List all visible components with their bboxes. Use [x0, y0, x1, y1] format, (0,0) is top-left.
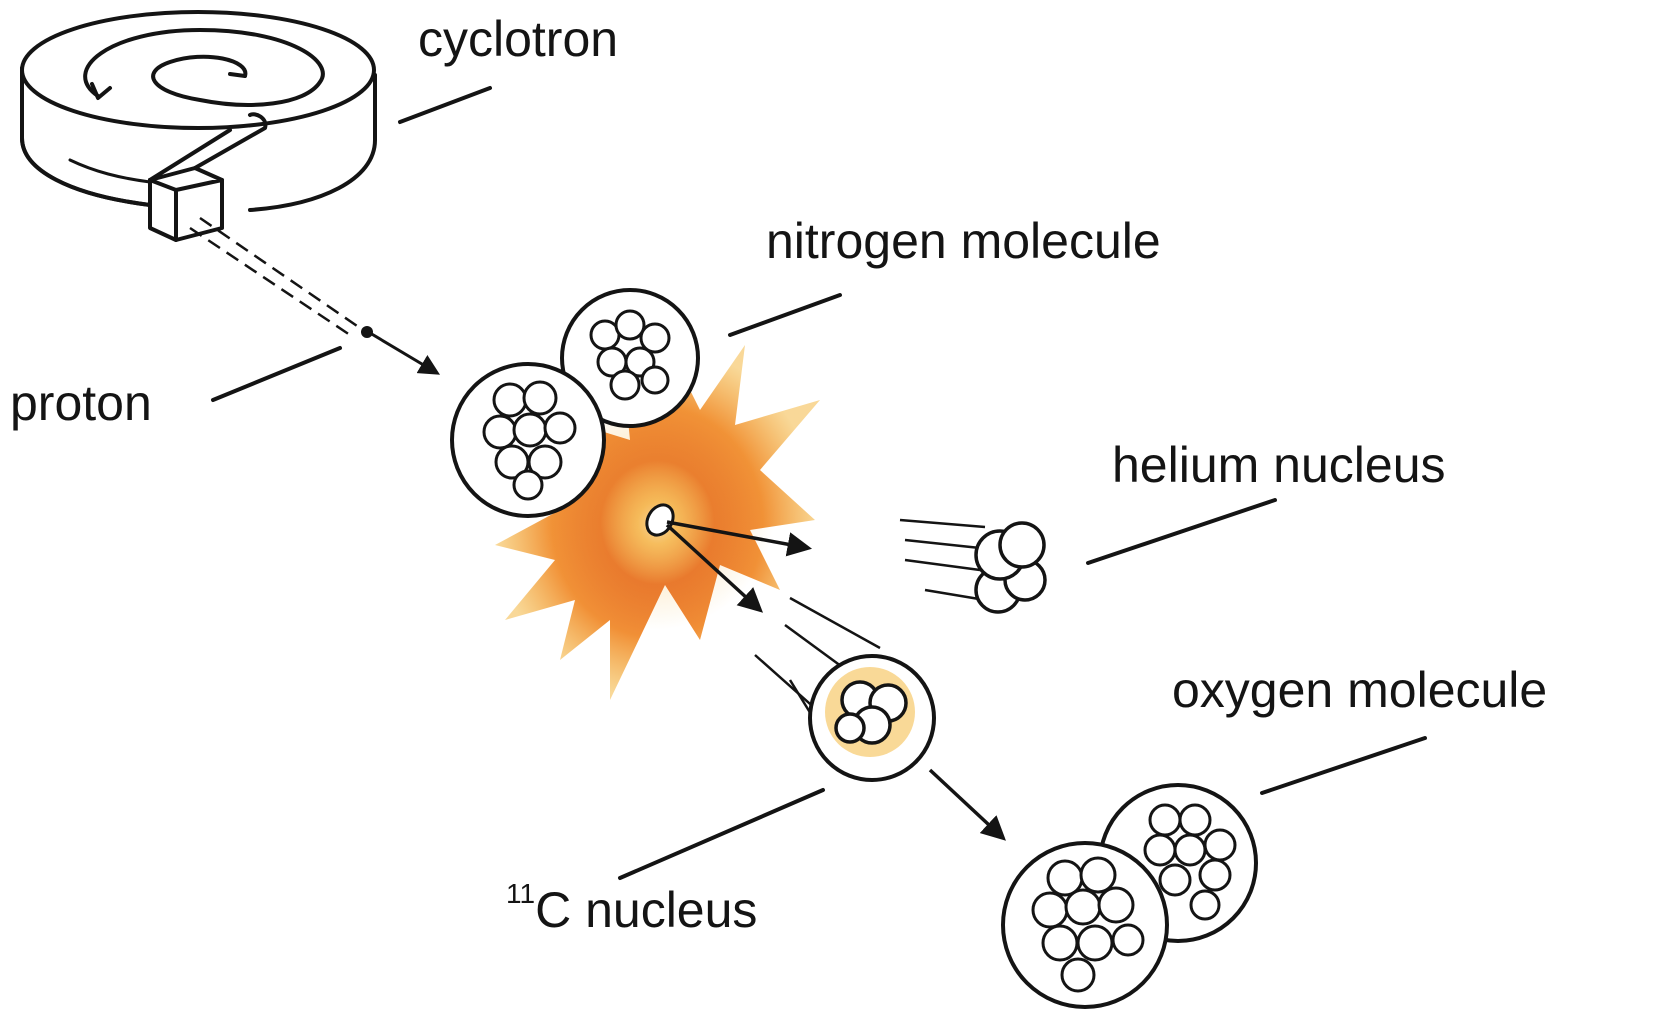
- label-oxygen-molecule: oxygen molecule: [1172, 665, 1547, 715]
- proton-dot-icon: [361, 326, 373, 338]
- leader-helium: [1088, 500, 1275, 563]
- proton-beam: [190, 218, 437, 373]
- leader-oxygen: [1262, 738, 1425, 793]
- label-carbon-text: C nucleus: [535, 882, 757, 938]
- helium-nucleus-icon: [900, 520, 1045, 612]
- leader-proton: [213, 348, 340, 400]
- leader-nitrogen: [730, 295, 840, 335]
- label-cyclotron: cyclotron: [418, 14, 618, 64]
- label-carbon-mass-number: 11: [506, 878, 535, 909]
- label-proton: proton: [10, 378, 152, 428]
- label-helium-nucleus: helium nucleus: [1112, 440, 1446, 490]
- oxygen-molecule-icon: [1003, 785, 1256, 1007]
- label-nitrogen-molecule: nitrogen molecule: [766, 216, 1161, 266]
- leader-carbon: [620, 790, 823, 878]
- cyclotron-icon: [22, 12, 375, 240]
- leader-cyclotron: [400, 88, 490, 122]
- label-carbon-nucleus: 11C nucleus: [506, 885, 757, 935]
